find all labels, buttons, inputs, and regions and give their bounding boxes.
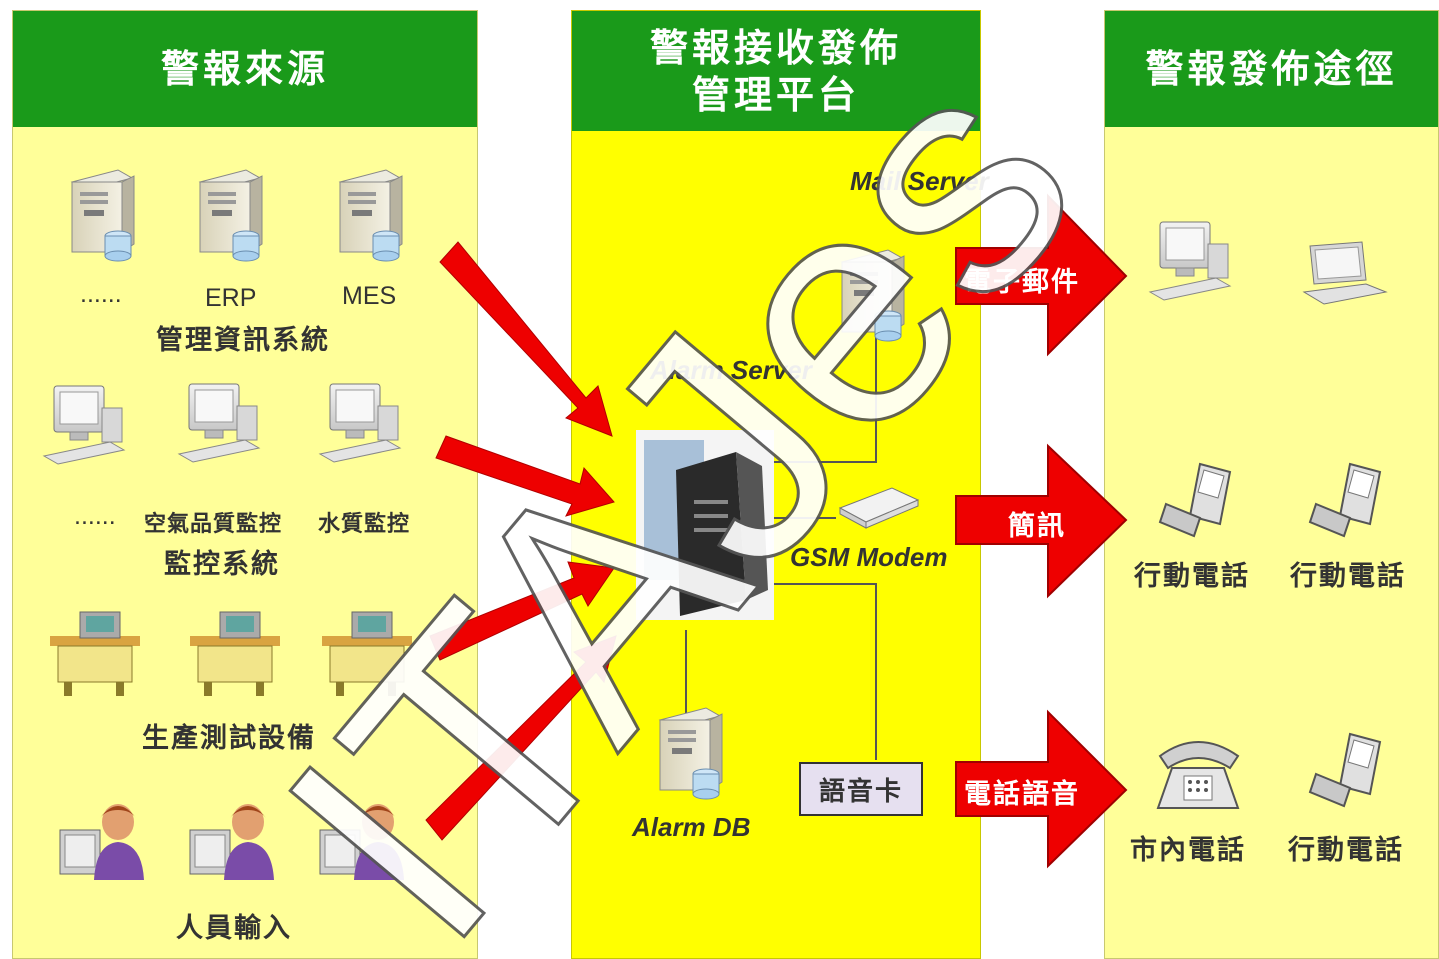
voice-card-box: 語音卡 [799, 762, 923, 816]
arrow-sms [955, 443, 1128, 599]
sms-device-label: 行動電話 [1290, 561, 1406, 592]
mail-server-label: Mail Server [850, 166, 989, 196]
watermark-text: ITAJes [216, 0, 1143, 959]
email-arrow-label: 電子郵件 [964, 267, 1080, 298]
monitor-item-water-quality: 水質監控 [318, 511, 411, 537]
voice-arrow-label: 電話語音 [964, 779, 1080, 810]
monitor-group-label: 監控系統 [164, 549, 280, 580]
arrow-manual-to-server [425, 635, 617, 841]
monitor-item-air-quality: 空氣品質監控 [144, 511, 283, 537]
voice-device-label: 市內電話 [1130, 835, 1246, 866]
alarm-channels-header: 警報發佈途徑 [1105, 11, 1438, 127]
alarm-sources-panel: 警報來源 [12, 10, 478, 959]
arrow-monitor-to-server [435, 435, 615, 517]
arrow-mis-to-server [439, 241, 613, 437]
mis-item-mes: MES [342, 282, 397, 310]
alarm-server-icon [636, 430, 774, 620]
gsm-modem-label: GSM Modem [790, 542, 948, 572]
alarm-db-label: Alarm DB [632, 812, 751, 842]
sms-arrow-label: 簡訊 [1008, 511, 1066, 542]
mis-item-ellipsis: ...... [80, 280, 122, 308]
manual-group-label: 人員輸入 [176, 913, 292, 944]
arrow-production-to-server [429, 561, 615, 661]
arrow-email [955, 193, 1128, 357]
alarm-server-label: Alarm Server [650, 355, 812, 385]
landline-phone-icon [1156, 741, 1240, 809]
monitor-item-ellipsis: ...... [74, 502, 116, 530]
arrow-voice [955, 709, 1128, 869]
gsm-modem-icon [838, 487, 920, 529]
voice-device-label: 行動電話 [1288, 835, 1404, 866]
mis-group-label: 管理資訊系統 [156, 325, 330, 356]
production-group-label: 生產測試設備 [142, 723, 316, 754]
alarm-platform-header: 警報接收發佈 管理平台 [572, 11, 980, 131]
mis-item-erp: ERP [205, 284, 257, 312]
sms-device-label: 行動電話 [1134, 561, 1250, 592]
alarm-sources-header: 警報來源 [13, 11, 477, 127]
